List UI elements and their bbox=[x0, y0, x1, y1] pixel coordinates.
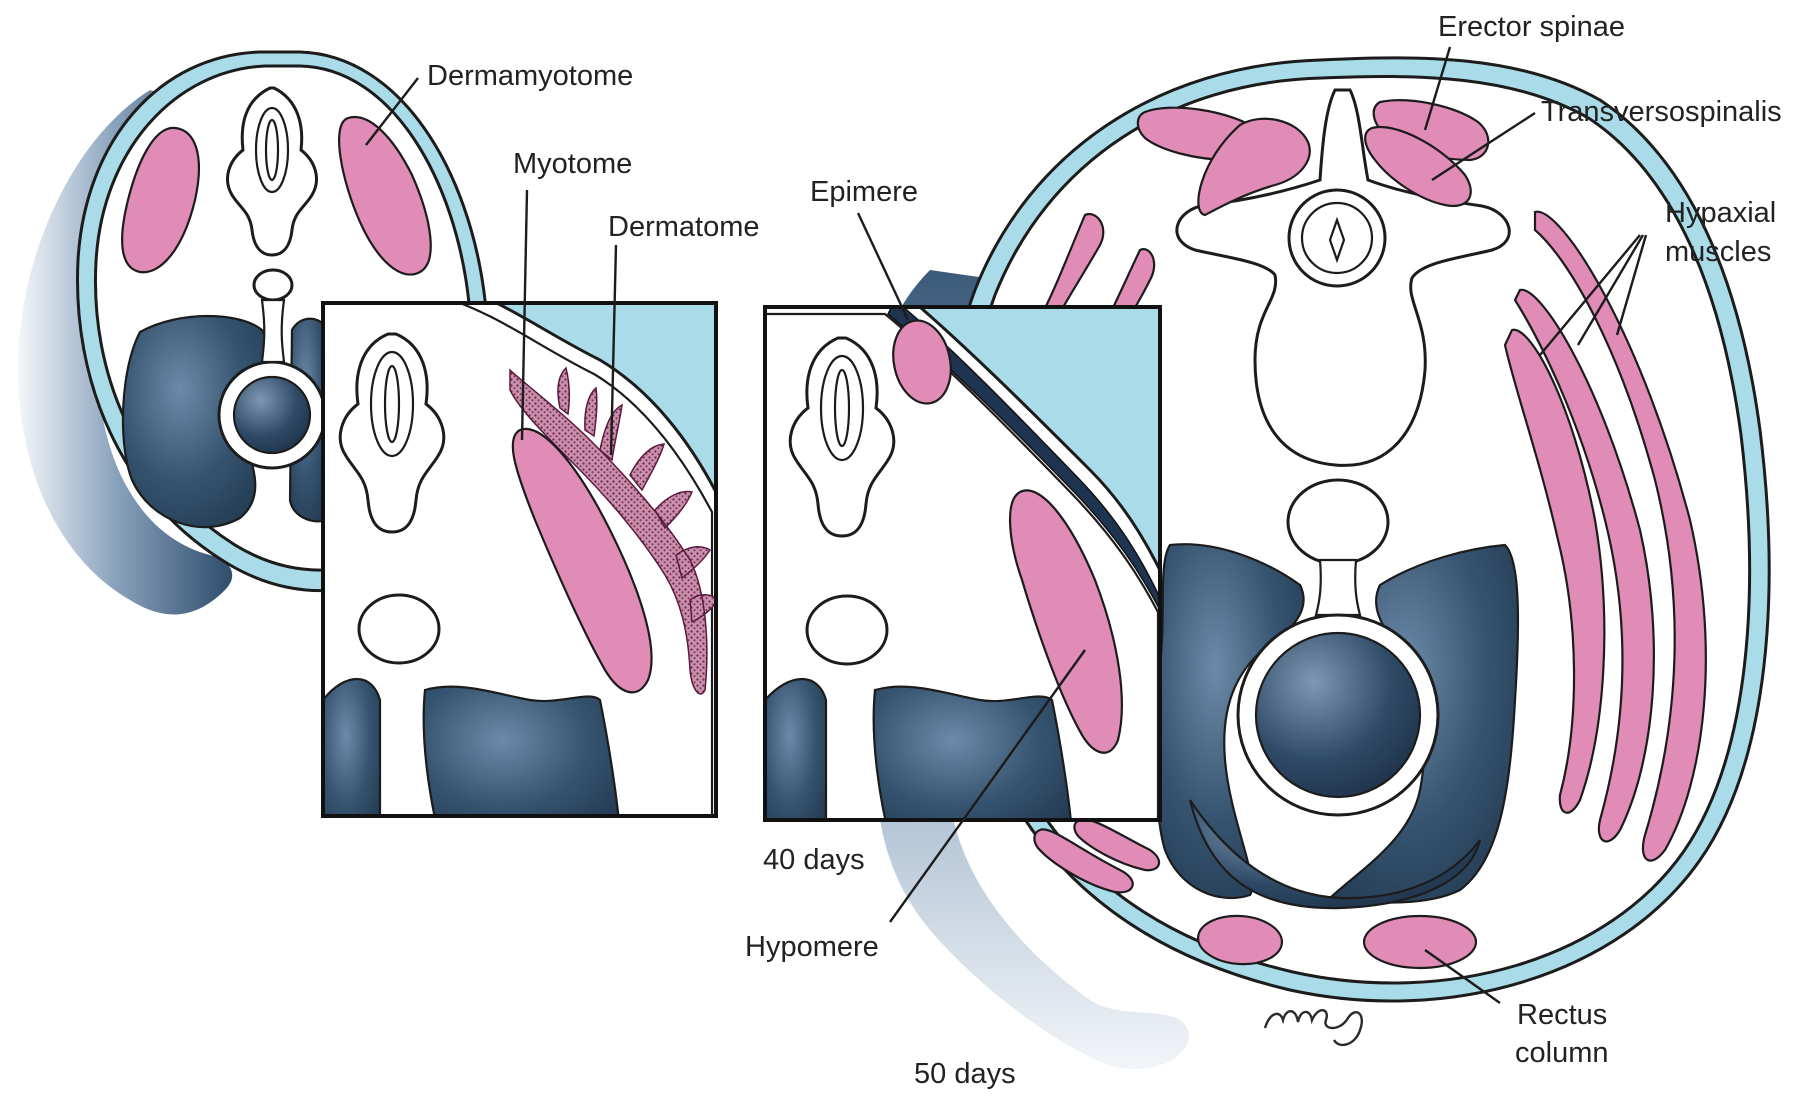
label-myotome: Myotome bbox=[513, 148, 632, 180]
left-gut-connector bbox=[262, 300, 284, 362]
inset2-notochord bbox=[807, 596, 887, 664]
inset-epimere-hypomere bbox=[740, 290, 1170, 900]
inset-dermatome-myotome bbox=[300, 280, 740, 900]
label-rectus-line2: column bbox=[1515, 1037, 1609, 1069]
right-notochord bbox=[1288, 480, 1388, 564]
label-dermamyotome: Dermamyotome bbox=[427, 60, 633, 92]
label-hypomere: Hypomere bbox=[745, 931, 879, 963]
right-gut-connector bbox=[1316, 560, 1360, 615]
rectus-column-right bbox=[1364, 916, 1476, 968]
inset2-gut-left bbox=[765, 679, 826, 840]
left-gut-lumen bbox=[234, 377, 310, 453]
artist-signature bbox=[1265, 1010, 1362, 1045]
label-epimere: Epimere bbox=[810, 176, 918, 208]
label-hypaxial-line1: Hypaxial bbox=[1665, 197, 1776, 229]
signature-mark bbox=[1265, 1010, 1362, 1045]
label-stage-40-days: 40 days bbox=[763, 844, 865, 876]
leader-epimere bbox=[858, 213, 908, 320]
left-notochord bbox=[254, 270, 292, 300]
right-gut-lumen bbox=[1256, 633, 1420, 797]
inset1-notochord bbox=[359, 595, 439, 663]
label-erector-spinae: Erector spinae bbox=[1438, 11, 1625, 43]
label-dermatome: Dermatome bbox=[608, 211, 760, 243]
label-hypaxial-line2: muscles bbox=[1665, 236, 1771, 268]
label-stage-50-days: 50 days bbox=[914, 1058, 1016, 1090]
label-transversospinalis: Transversospinalis bbox=[1541, 96, 1782, 128]
label-rectus-line1: Rectus bbox=[1517, 999, 1607, 1031]
